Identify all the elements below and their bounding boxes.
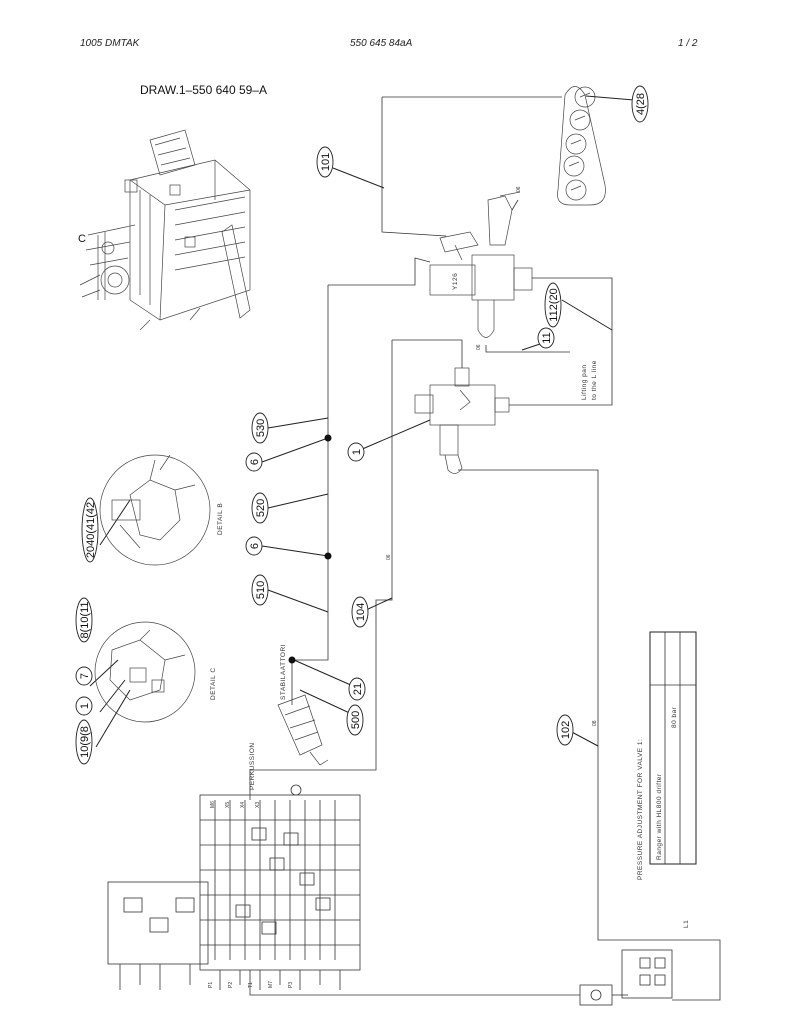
svg-text:X5: X5: [225, 802, 231, 808]
balloon-520: 520: [251, 492, 269, 524]
perkussion-label: PERKUSSION: [249, 742, 256, 790]
svg-text:4(28: 4(28: [635, 93, 647, 115]
hose-size-label: 06: [386, 554, 392, 560]
balloon-104: 104: [351, 596, 369, 628]
svg-text:T1: T1: [248, 982, 254, 988]
svg-text:112(20: 112(20: [548, 288, 560, 321]
balloon-1: 1: [75, 696, 93, 716]
svg-text:11: 11: [541, 332, 553, 343]
balloon-21: 21: [348, 677, 366, 701]
gauge-icon: [569, 109, 591, 131]
svg-text:1: 1: [79, 703, 91, 709]
balloon-102: 102: [556, 714, 574, 746]
svg-text:510: 510: [255, 581, 267, 599]
pressure-table-row-value: 80 bar: [671, 706, 678, 728]
pressure-valve-1: [414, 367, 510, 474]
svg-text:10(9(8: 10(9(8: [79, 726, 91, 758]
hose-size-label: 08: [592, 720, 598, 726]
svg-text:102: 102: [560, 721, 572, 739]
gauge-icon: [565, 179, 587, 201]
balloon-530: 530: [251, 412, 269, 444]
header-part-number: 550 645 84aA: [350, 38, 413, 49]
svg-text:520: 520: [255, 499, 267, 517]
hose-lines: [249, 96, 721, 1001]
svg-text:530: 530: [255, 419, 267, 437]
hose-size-label: 06: [476, 344, 482, 350]
lifting-note-line-1: Lifting pan: [581, 365, 588, 401]
stabilaattori-label: STABILAATTORI: [280, 644, 287, 700]
balloon-8-10-11: 8(10(11: [75, 597, 93, 643]
valve-code-y126: Y126: [452, 273, 459, 290]
balloon-7: 7: [75, 666, 93, 686]
pressure-adjustment-table: [649, 631, 697, 865]
balloon-510: 510: [251, 574, 269, 606]
pressure-table-row-label: Ranger with HL800 drifter: [656, 773, 663, 860]
detail-b-view: [99, 454, 211, 566]
gauge-panel: [557, 86, 606, 206]
svg-text:X4: X4: [240, 802, 246, 808]
svg-text:7: 7: [79, 673, 91, 679]
corner-mark: L1: [683, 920, 690, 928]
pressure-table-title: PRESSURE ADJUSTMENT FOR VALVE 1:: [637, 739, 644, 880]
balloon-500: 500: [346, 704, 364, 736]
leader-lines: [89, 95, 635, 748]
detail-b-label: DETAIL B: [217, 503, 224, 535]
hose-size-label: 06: [516, 186, 522, 192]
balloon-112-20: 112(20: [544, 282, 562, 328]
solenoid-valve-assembly: [429, 191, 533, 338]
svg-text:M6: M6: [210, 801, 216, 808]
svg-text:21: 21: [352, 683, 364, 695]
balloon-11: 11: [537, 327, 555, 349]
detail-c-label: DETAIL C: [210, 667, 217, 700]
svg-text:6: 6: [249, 459, 261, 465]
header-document-code: 1005 DMTAK: [80, 38, 140, 49]
svg-text:P3: P3: [288, 982, 294, 988]
junction-dots: [288, 434, 332, 664]
gauge-icon: [565, 133, 587, 155]
machine-isometric-view: [79, 129, 251, 331]
gauge-icon: [563, 155, 585, 177]
balloon-10-9-8: 10(9(8: [75, 719, 93, 765]
pump-unit: [579, 949, 673, 1006]
detail-c-view: [94, 621, 196, 723]
drawing-reference: DRAW.1–550 640 59–A: [140, 83, 267, 97]
svg-text:104: 104: [355, 603, 367, 621]
header-page-number: 1 / 2: [678, 38, 698, 49]
svg-text:500: 500: [350, 711, 362, 729]
svg-text:P2: P2: [228, 982, 234, 988]
balloon-101: 101: [316, 146, 334, 178]
svg-text:101: 101: [320, 153, 332, 171]
stabilizer-valve: [277, 694, 329, 766]
lifting-note-line-2: to the L line: [591, 360, 598, 400]
balloon-6: 6: [245, 536, 263, 556]
balloon-20-40-41-42: 2040(41(42: [81, 497, 99, 563]
balloon-1: 1: [347, 442, 365, 462]
svg-text:8(10(11: 8(10(11: [79, 601, 91, 638]
svg-text:P1: P1: [208, 982, 214, 988]
view-letter-c: C: [78, 233, 86, 245]
svg-text:X3: X3: [255, 802, 261, 808]
svg-text:1: 1: [351, 449, 363, 455]
main-valve-block-schematic: [107, 784, 361, 990]
svg-text:M7: M7: [268, 981, 274, 988]
balloon-4-28: 4(28: [631, 85, 649, 123]
svg-text:6: 6: [249, 543, 261, 549]
balloon-6: 6: [245, 452, 263, 472]
svg-text:2040(41(42: 2040(41(42: [85, 502, 97, 558]
